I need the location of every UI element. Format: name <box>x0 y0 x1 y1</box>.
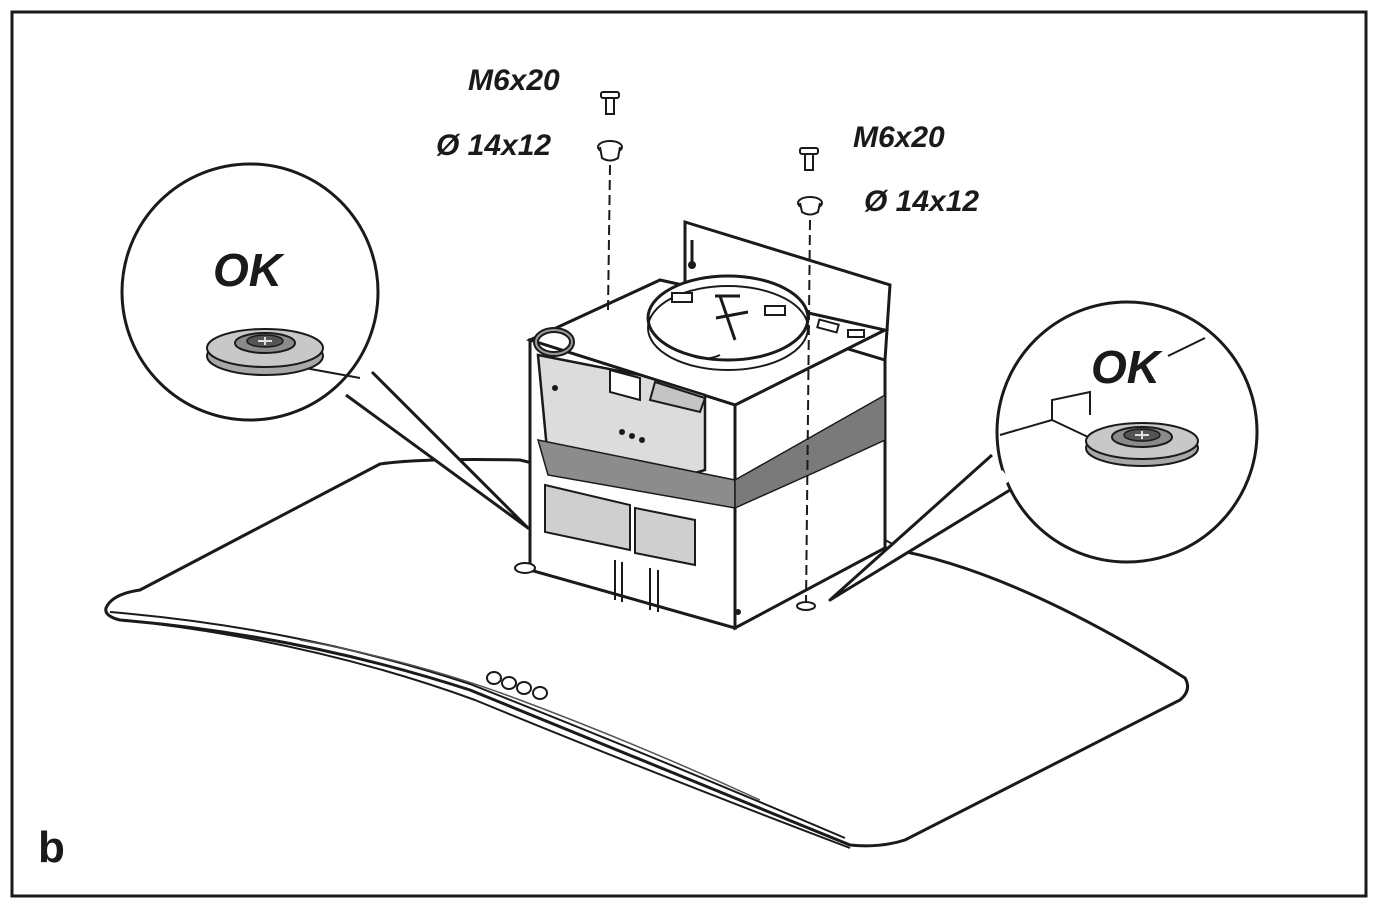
callout-right <box>828 300 1259 602</box>
screw-label-left: M6x20 <box>468 64 560 97</box>
screw-label-right: M6x20 <box>853 121 945 154</box>
hood-canopy <box>104 458 1190 849</box>
panel-label: b <box>38 823 65 872</box>
control-buttons <box>486 671 548 700</box>
ok-label-right: OK <box>1091 341 1160 393</box>
washer-left <box>597 140 623 162</box>
ok-label-left: OK <box>213 244 282 296</box>
screw-left <box>600 91 620 115</box>
screw-axis-right <box>805 219 811 606</box>
callout-left <box>120 162 530 530</box>
washer-label-left: Ø 14x12 <box>436 129 552 162</box>
washer-right <box>797 196 823 216</box>
motor-housing <box>525 219 901 631</box>
washer-label-right: Ø 14x12 <box>864 185 980 218</box>
screw-right <box>799 147 819 171</box>
screw-axis-left <box>607 164 611 311</box>
